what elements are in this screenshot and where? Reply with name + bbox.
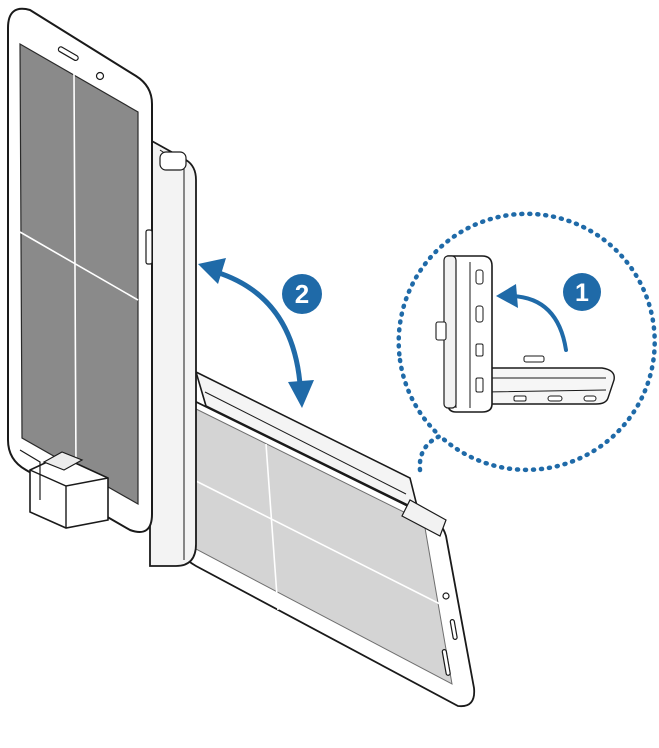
mini-base — [479, 367, 615, 405]
folded-screen-grid — [189, 443, 441, 611]
detail-callout — [396, 211, 657, 473]
folded-phone-speaker — [441, 649, 451, 676]
folded-phone-button — [449, 619, 458, 640]
fold-arrow — [198, 258, 314, 408]
step-number-1: 1 — [575, 279, 589, 307]
phone-earpiece — [57, 46, 79, 62]
mini-port — [547, 395, 563, 402]
callout-bubble-outline — [396, 211, 657, 473]
base-connector — [19, 449, 109, 529]
dock-body — [149, 138, 197, 567]
mini-port — [583, 395, 597, 402]
folded-device — [175, 370, 476, 708]
step-number-2: 2 — [295, 279, 309, 309]
phone-side-button — [145, 229, 153, 265]
step-badge-2: 2 — [282, 274, 322, 314]
mini-port — [513, 395, 527, 402]
mini-port — [475, 343, 484, 357]
phone-screen-grid — [19, 73, 139, 471]
upright-phone — [7, 7, 153, 533]
arrow-head-down-icon — [288, 380, 314, 408]
folded-phone-camera — [442, 592, 450, 600]
phone-screen — [19, 42, 139, 506]
rotate-arrow-curve — [510, 294, 568, 352]
mini-port — [475, 377, 484, 393]
phone-front-camera — [95, 71, 105, 81]
mini-port — [475, 269, 484, 285]
rotate-arrow-head-icon — [496, 284, 518, 308]
dock-top-slot — [159, 151, 187, 171]
arrow-head-up-icon — [198, 258, 226, 284]
fold-arrow-curve — [213, 269, 303, 387]
upright-dock — [149, 138, 197, 567]
step-badge-1: 1 — [563, 273, 601, 311]
mini-port — [475, 305, 484, 323]
